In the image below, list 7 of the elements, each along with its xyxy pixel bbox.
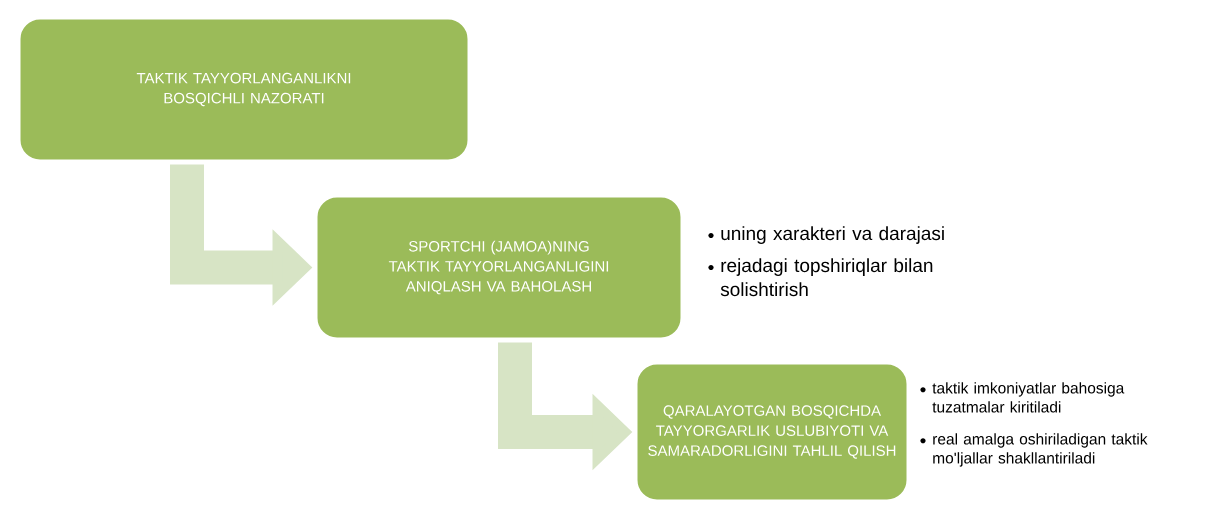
bullet-text: rejadagi topshiriqlar bilan solishtirish: [720, 258, 933, 297]
bullet-text: real amalga oshiriladigan taktik mo'ljallar shakllantiriladi: [933, 433, 1148, 467]
process-box: QARALAYOTGAN BOSQICHDA TAYYORGARLIK USLUBIYOTI VA SAMARADORLIGINI TAHLIL QILISH: [632, 359, 912, 505]
bullet-text: uning xarakteri va darajasi: [721, 226, 944, 244]
process-box: TAKTIK TAYYORLANGANLIKNI BOSQICHLI NAZORATI: [15, 14, 473, 165]
process-box: SPORTCHI (JAMOA)NING TAKTIK TAYYORLANGANLIGINI ANIQLASH VA BAHOLASH: [312, 192, 686, 343]
bullet-text: taktik imkoniyatlar bahosiga tuzatmalar kiritiladi: [932, 382, 1125, 413]
